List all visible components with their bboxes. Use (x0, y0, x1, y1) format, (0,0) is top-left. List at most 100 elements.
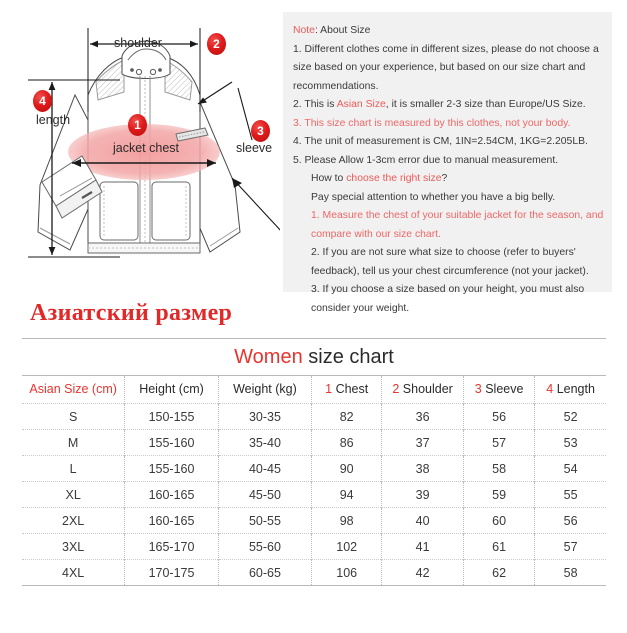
col-header-length-number: 4 (546, 382, 554, 396)
diagram-badge-1-chest: 1 (128, 114, 147, 136)
cell-value: 86 (311, 429, 383, 456)
cell-value: 58 (534, 559, 606, 586)
cell-value: 90 (311, 455, 383, 482)
cell-value: 94 (311, 481, 383, 508)
table-head: Asian Size (cm) Height (cm) Weight (kg) … (22, 375, 606, 404)
note-line-6: 4. The unit of measurement is CM, 1IN=2.… (293, 136, 588, 147)
cell-value: 42 (381, 559, 464, 586)
cell-size: M (22, 429, 126, 456)
chart-title-women: Women (234, 346, 303, 368)
col-header-chest-label: Chest (335, 382, 369, 396)
cell-value: 40-45 (218, 455, 313, 482)
note-howto-prefix: How to (311, 173, 347, 184)
note-tip-2a: 2. If you are not sure what size to choo… (311, 247, 576, 258)
note-line-4-prefix: 2. This is (293, 99, 337, 110)
col-header-sleeve-number: 3 (474, 382, 482, 396)
note-title-label: Note (293, 25, 315, 36)
cell-value: 62 (463, 559, 536, 586)
cell-value: 40 (381, 507, 464, 534)
size-chart-table: Asian Size (cm) Height (cm) Weight (kg) … (22, 375, 606, 586)
col-header-shoulder-number: 2 (392, 382, 400, 396)
note-asian-size-emphasis: Asian Size (336, 99, 386, 110)
note-line-2: size based on your experience, but based… (293, 62, 586, 73)
note-title-rest: : About Size (314, 25, 371, 36)
cell-size: 3XL (22, 533, 126, 560)
note-line-4: 2. This is Asian Size, it is smaller 2-3… (293, 96, 600, 115)
diagram-label-jacket-chest: jacket chest (113, 141, 180, 155)
cell-value: 50-55 (218, 507, 313, 534)
col-header-sleeve: 3 Sleeve (463, 375, 536, 404)
note-title-line: Note: About Size (293, 22, 600, 41)
cell-value: 106 (311, 559, 383, 586)
diagram-badge-3-sleeve: 3 (251, 120, 270, 142)
divider-above-chart-title (22, 338, 606, 339)
cell-value: 57 (534, 533, 606, 560)
cell-value: 35-40 (218, 429, 313, 456)
note-tip-2b: feedback), tell us your chest circumfere… (311, 265, 589, 277)
cell-value: 45-50 (218, 481, 313, 508)
cell-value: 155-160 (124, 429, 219, 456)
cell-value: 57 (463, 429, 536, 456)
cell-value: 82 (311, 403, 383, 430)
cell-value: 160-165 (124, 481, 219, 508)
note-line-7: 5. Please Allow 1-3cm error due to manua… (293, 154, 559, 166)
note-howto-suffix: ? (441, 173, 448, 184)
chart-title-rest: size chart (302, 346, 394, 368)
col-header-chest-number: 1 (325, 382, 333, 396)
cell-value: 53 (534, 429, 606, 456)
col-header-length: 4 Length (534, 375, 606, 404)
cell-value: 39 (381, 481, 464, 508)
cell-value: 30-35 (218, 403, 313, 430)
cell-size: 4XL (22, 559, 126, 586)
diagram-badge-4-length: 4 (33, 90, 52, 112)
note-tip-1b: compare with our size chart. (311, 228, 441, 240)
diagram-label-length: length (36, 113, 71, 127)
cell-size: S (22, 403, 126, 430)
diagram-badge-2-shoulder: 2 (207, 33, 226, 55)
size-chart-block: Women size chart Asian Size (cm) Height … (22, 338, 606, 586)
note-line-3: recommendations. (293, 80, 379, 92)
jacket-illustration-svg (28, 28, 280, 258)
cell-value: 55 (534, 481, 606, 508)
cell-value: 55-60 (218, 533, 313, 560)
col-header-sleeve-label: Sleeve (485, 382, 524, 396)
cell-value: 61 (463, 533, 536, 560)
cell-value: 41 (381, 533, 464, 560)
note-line-1: 1. Different clothes come in different s… (293, 43, 599, 55)
size-note-panel: Note: About Size 1. Different clothes co… (283, 12, 612, 314)
col-header-shoulder: 2 Shoulder (381, 375, 464, 404)
note-tip-3a: 3. If you choose a size based on your he… (311, 284, 585, 295)
note-belly-line: Pay special attention to whether you hav… (311, 191, 556, 203)
note-line-5: 3. This size chart is measured by this c… (293, 117, 571, 129)
cell-value: 59 (463, 481, 536, 508)
jacket-measurement-diagram: shoulder length jacket chest sleeve 1 2 … (0, 0, 280, 292)
note-tip-3b: consider your weight. (311, 302, 410, 314)
chart-title: Women size chart (22, 339, 606, 375)
cell-value: 36 (381, 403, 464, 430)
col-header-chest: 1 Chest (311, 375, 383, 404)
cell-size: 2XL (22, 507, 126, 534)
cell-value: 38 (381, 455, 464, 482)
col-header-asian-size: Asian Size (cm) (22, 375, 126, 404)
col-header-height: Height (cm) (124, 375, 219, 404)
note-tip-1a: 1. Measure the chest of your suitable ja… (311, 210, 604, 221)
table-header-row: Asian Size (cm) Height (cm) Weight (kg) … (22, 375, 606, 404)
cell-value: 102 (311, 533, 383, 560)
cell-value: 56 (534, 507, 606, 534)
diagram-label-sleeve: sleeve (236, 141, 273, 155)
cell-value: 52 (534, 403, 606, 430)
col-header-shoulder-label: Shoulder (402, 382, 453, 396)
note-line-4-suffix: , it is smaller 2-3 size than Europe/US … (385, 99, 586, 110)
note-howto-line: How to choose the right size? (293, 170, 600, 189)
cell-size: L (22, 455, 126, 482)
cell-value: 60-65 (218, 559, 313, 586)
cell-value: 58 (463, 455, 536, 482)
cell-value: 160-165 (124, 507, 219, 534)
top-section: shoulder length jacket chest sleeve 1 2 … (0, 0, 627, 314)
cell-value: 155-160 (124, 455, 219, 482)
